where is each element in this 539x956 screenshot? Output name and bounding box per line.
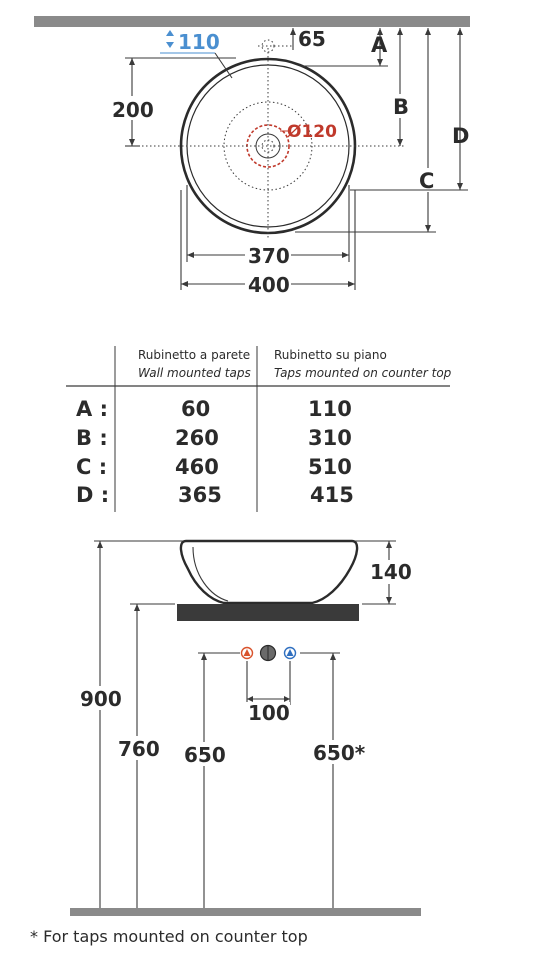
row-wall-value: 60: [181, 397, 210, 421]
dimension-table: Rubinetto a parete Wall mounted taps Rub…: [66, 346, 452, 512]
label-d: D: [452, 124, 469, 148]
table-row: C : 460 510: [76, 455, 352, 479]
header-counter: Rubinetto su piano: [274, 348, 387, 362]
dim-900: 900: [80, 687, 122, 711]
row-wall-value: 460: [175, 455, 219, 479]
basin-bowl-line: [223, 101, 313, 191]
row-label: D :: [76, 483, 109, 507]
row-label: C :: [76, 455, 107, 479]
drain-middle: [255, 133, 281, 159]
side-view: 140 900 760 650 650*: [70, 539, 421, 916]
dim-650-star: 650*: [313, 741, 366, 765]
header-wall: Rubinetto a parete: [138, 348, 250, 362]
header-counter-en: Taps mounted on counter top: [274, 366, 452, 380]
dim-120: Ø120: [287, 122, 337, 142]
floor: [70, 908, 421, 916]
dim-100: 100: [248, 701, 290, 725]
dim-110: 110: [178, 30, 220, 54]
dim-760: 760: [118, 737, 160, 761]
row-label: B :: [76, 426, 108, 450]
dim-65: 65: [298, 27, 326, 51]
row-wall-value: 365: [178, 483, 222, 507]
top-view: 65 110 200 Ø120 A B: [34, 16, 470, 297]
dim-140: 140: [370, 560, 412, 584]
row-counter-value: 415: [310, 483, 354, 507]
table-row: A : 60 110: [76, 397, 352, 421]
dim-650: 650: [184, 743, 226, 767]
label-c: C: [419, 169, 434, 193]
drain-inner: [261, 139, 275, 153]
row-counter-value: 510: [308, 455, 352, 479]
counter-top: [177, 604, 359, 621]
dim-200: 200: [112, 98, 154, 122]
basin-side-profile: [179, 539, 359, 605]
label-a: A: [371, 33, 388, 57]
row-counter-value: 310: [308, 426, 352, 450]
dim-400: 400: [248, 273, 290, 297]
row-counter-value: 110: [308, 397, 352, 421]
wall-top: [34, 16, 470, 27]
row-wall-value: 260: [175, 426, 219, 450]
table-row: D : 365 415: [76, 483, 354, 507]
tap-hole: [261, 39, 275, 53]
table-row: B : 260 310: [76, 426, 352, 450]
row-label: A :: [76, 397, 108, 421]
dim-370: 370: [248, 244, 290, 268]
footnote: * For taps mounted on counter top: [30, 927, 308, 946]
header-wall-en: Wall mounted taps: [138, 366, 251, 380]
label-b: B: [393, 95, 409, 119]
